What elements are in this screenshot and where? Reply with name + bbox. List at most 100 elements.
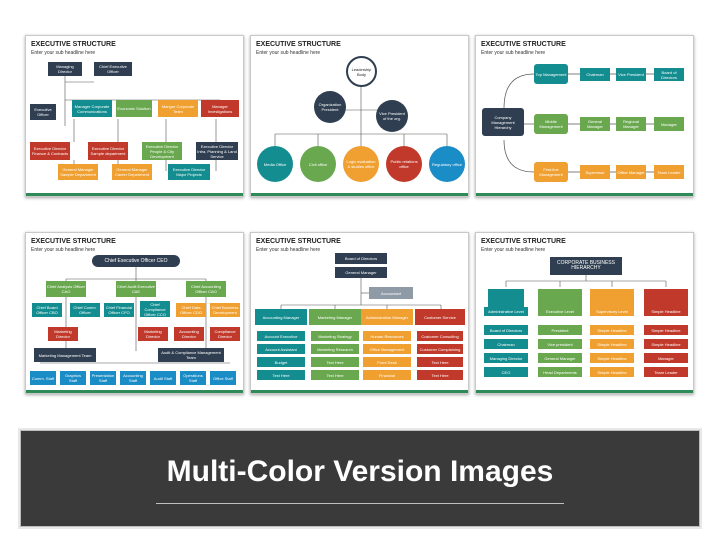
slide-subtitle: Enter your sub headline here	[481, 50, 546, 56]
box-board: Board of Directors	[335, 253, 387, 264]
slide-thumbnail-6[interactable]: EXECUTIVE STRUCTURE Enter your sub headl…	[475, 232, 694, 394]
level-item: Regional Manager	[616, 117, 646, 131]
col-item: Budget	[257, 357, 305, 367]
box-executive-officer: Executive Officer	[30, 104, 56, 120]
slide-thumbnail-3[interactable]: EXECUTIVE STRUCTURE Enter your sub headl…	[475, 35, 694, 197]
col-item: Simple Headline	[590, 325, 634, 335]
col-item: General Manager	[538, 353, 582, 363]
box-row4: Marketing Director	[48, 327, 78, 341]
box-corporate-comm: Manager Corporate Communications	[72, 100, 112, 117]
circle-civil-office: Civil office	[300, 146, 336, 182]
title-banner: Multi-Color Version Images	[18, 428, 702, 529]
box-economic-solution: Economic Solution	[116, 100, 152, 117]
slide-thumbnail-1[interactable]: EXECUTIVE STRUCTURE Enter your sub headl…	[25, 35, 244, 197]
col-item: Text Here	[417, 370, 463, 380]
box-exec-finance: Executive Director Finance & Contracts	[30, 142, 70, 160]
col-item: Simple Headline	[644, 339, 688, 349]
col-head: Administration Manager	[361, 309, 413, 325]
slide-thumbnail-2[interactable]: EXECUTIVE STRUCTURE Enter your sub headl…	[250, 35, 469, 197]
col-head: Customer Service	[415, 309, 465, 325]
circle-org-president: Organization President	[314, 91, 346, 123]
box-row4: Accounting Director	[174, 327, 204, 341]
col-item: Text Here	[257, 370, 305, 380]
box-exec-people: Executive Director People & City Develop…	[142, 142, 182, 160]
box-corporate-team: Manger Corporate Team	[158, 100, 198, 117]
box-ceo: Chief Executive Officer	[94, 62, 132, 76]
connector-lines	[505, 275, 667, 287]
circle-logic-office: Logic evaluation & studies office	[343, 146, 379, 182]
slide-footer-bar	[476, 193, 693, 196]
slide-title: EXECUTIVE STRUCTURE	[256, 41, 341, 48]
col-item: Account Assistant	[257, 344, 305, 354]
col-item: Simple Headline	[644, 325, 688, 335]
box-row3: Chief Data Officer CDO	[176, 303, 206, 317]
box-staff: Accounting Staff	[120, 371, 146, 385]
slide-footer-bar	[26, 390, 243, 393]
slide-subtitle: Enter your sub headline here	[481, 247, 546, 253]
box-row3: Chief Board Officer CBO	[32, 303, 62, 317]
level-item: Vice President	[616, 68, 646, 81]
col-head: Accounting Manager	[255, 309, 307, 325]
box-gm-career: General Manager Career Department	[112, 164, 152, 180]
circle-media-office: Media Office	[257, 146, 293, 182]
col-head: Executive Level	[538, 307, 582, 316]
box-row4: Marketing Director	[138, 327, 168, 341]
col-item: Text Here	[417, 357, 463, 367]
col-item: Front Desk	[363, 357, 411, 367]
col-item: President	[538, 325, 582, 335]
box-exec-sample: Executive Director Sample department	[88, 142, 128, 160]
level-middle-management: Middle Management	[534, 114, 568, 134]
col-item: Manager	[644, 353, 688, 363]
col-head: Simple Headline	[644, 307, 688, 316]
box-managing-director: Managing Director	[48, 62, 82, 76]
slide-footer-bar	[251, 193, 468, 196]
col-head: Supervisory Level	[590, 307, 634, 316]
slide-title: EXECUTIVE STRUCTURE	[256, 238, 341, 245]
slide-title: EXECUTIVE STRUCTURE	[481, 41, 566, 48]
slide-thumbnail-5[interactable]: EXECUTIVE STRUCTURE Enter your sub headl…	[250, 232, 469, 394]
level-item: Chairman	[580, 68, 610, 81]
box-row3: Chief Business Development	[210, 303, 240, 317]
box-mid: Chief Audit Executive CAE	[116, 281, 156, 297]
box-exec-major: Executive Director Major Projects	[168, 164, 210, 180]
box-ceo: Chief Executive Officer CEO	[92, 255, 180, 267]
box-team: Audit & Compliance Management Team	[158, 348, 224, 362]
connector-lines	[280, 273, 442, 309]
box-exec-infra: Executive Director Infra, Planning & Lan…	[196, 142, 238, 160]
col-item: Office Management	[363, 344, 411, 354]
box-mid: Chief Analysis Officer CAO	[46, 281, 86, 297]
circle-regulatory-office: Regulatory office	[429, 146, 465, 182]
box-gm-sample: General Manager Sample Department	[58, 164, 98, 180]
box-accountant: Accountant	[369, 287, 413, 299]
col-item: Chairman	[484, 339, 528, 349]
col-item: Account Executive	[257, 331, 305, 341]
box-staff: Presentation Staff	[90, 371, 116, 385]
col-item: Customer Complaining	[417, 344, 463, 354]
col-item: CEO	[484, 367, 528, 377]
col-item: Simple Headline	[590, 367, 634, 377]
col-item: Marketing Strategy	[311, 331, 359, 341]
col-item: Managing Director	[484, 353, 528, 363]
level-item: Board of Directors	[654, 68, 684, 81]
col-head: Administrative Level	[484, 307, 528, 316]
col-item: Financial	[363, 370, 411, 380]
col-head: Marketing Manager	[309, 309, 361, 325]
box-team: Marketing Management Team	[34, 348, 96, 362]
box-staff: Operations Staff	[180, 371, 206, 385]
level-item: Manager	[654, 117, 684, 131]
circle-vice-president: Vice President of the org.	[376, 100, 408, 132]
col-item: Human Resources	[363, 331, 411, 341]
box-row4: Compliance Director	[210, 327, 240, 341]
slide-footer-bar	[26, 193, 243, 196]
slide-title: EXECUTIVE STRUCTURE	[31, 238, 116, 245]
slide-thumbnail-4[interactable]: EXECUTIVE STRUCTURE Enter your sub headl…	[25, 232, 244, 394]
slide-subtitle: Enter your sub headline here	[31, 247, 96, 253]
box-mid: Chief Accounting Officer CAO	[186, 281, 226, 297]
slide-subtitle: Enter your sub headline here	[256, 50, 321, 56]
banner-title: Multi-Color Version Images	[166, 455, 554, 488]
level-item: Office Manager	[616, 165, 646, 179]
col-item: Marketing Research	[311, 344, 359, 354]
circle-leadership-body: Leadership Body	[346, 56, 377, 87]
hub-management-hierarchy: Company Management Hierarchy	[482, 108, 524, 136]
connector-lines	[40, 267, 230, 364]
